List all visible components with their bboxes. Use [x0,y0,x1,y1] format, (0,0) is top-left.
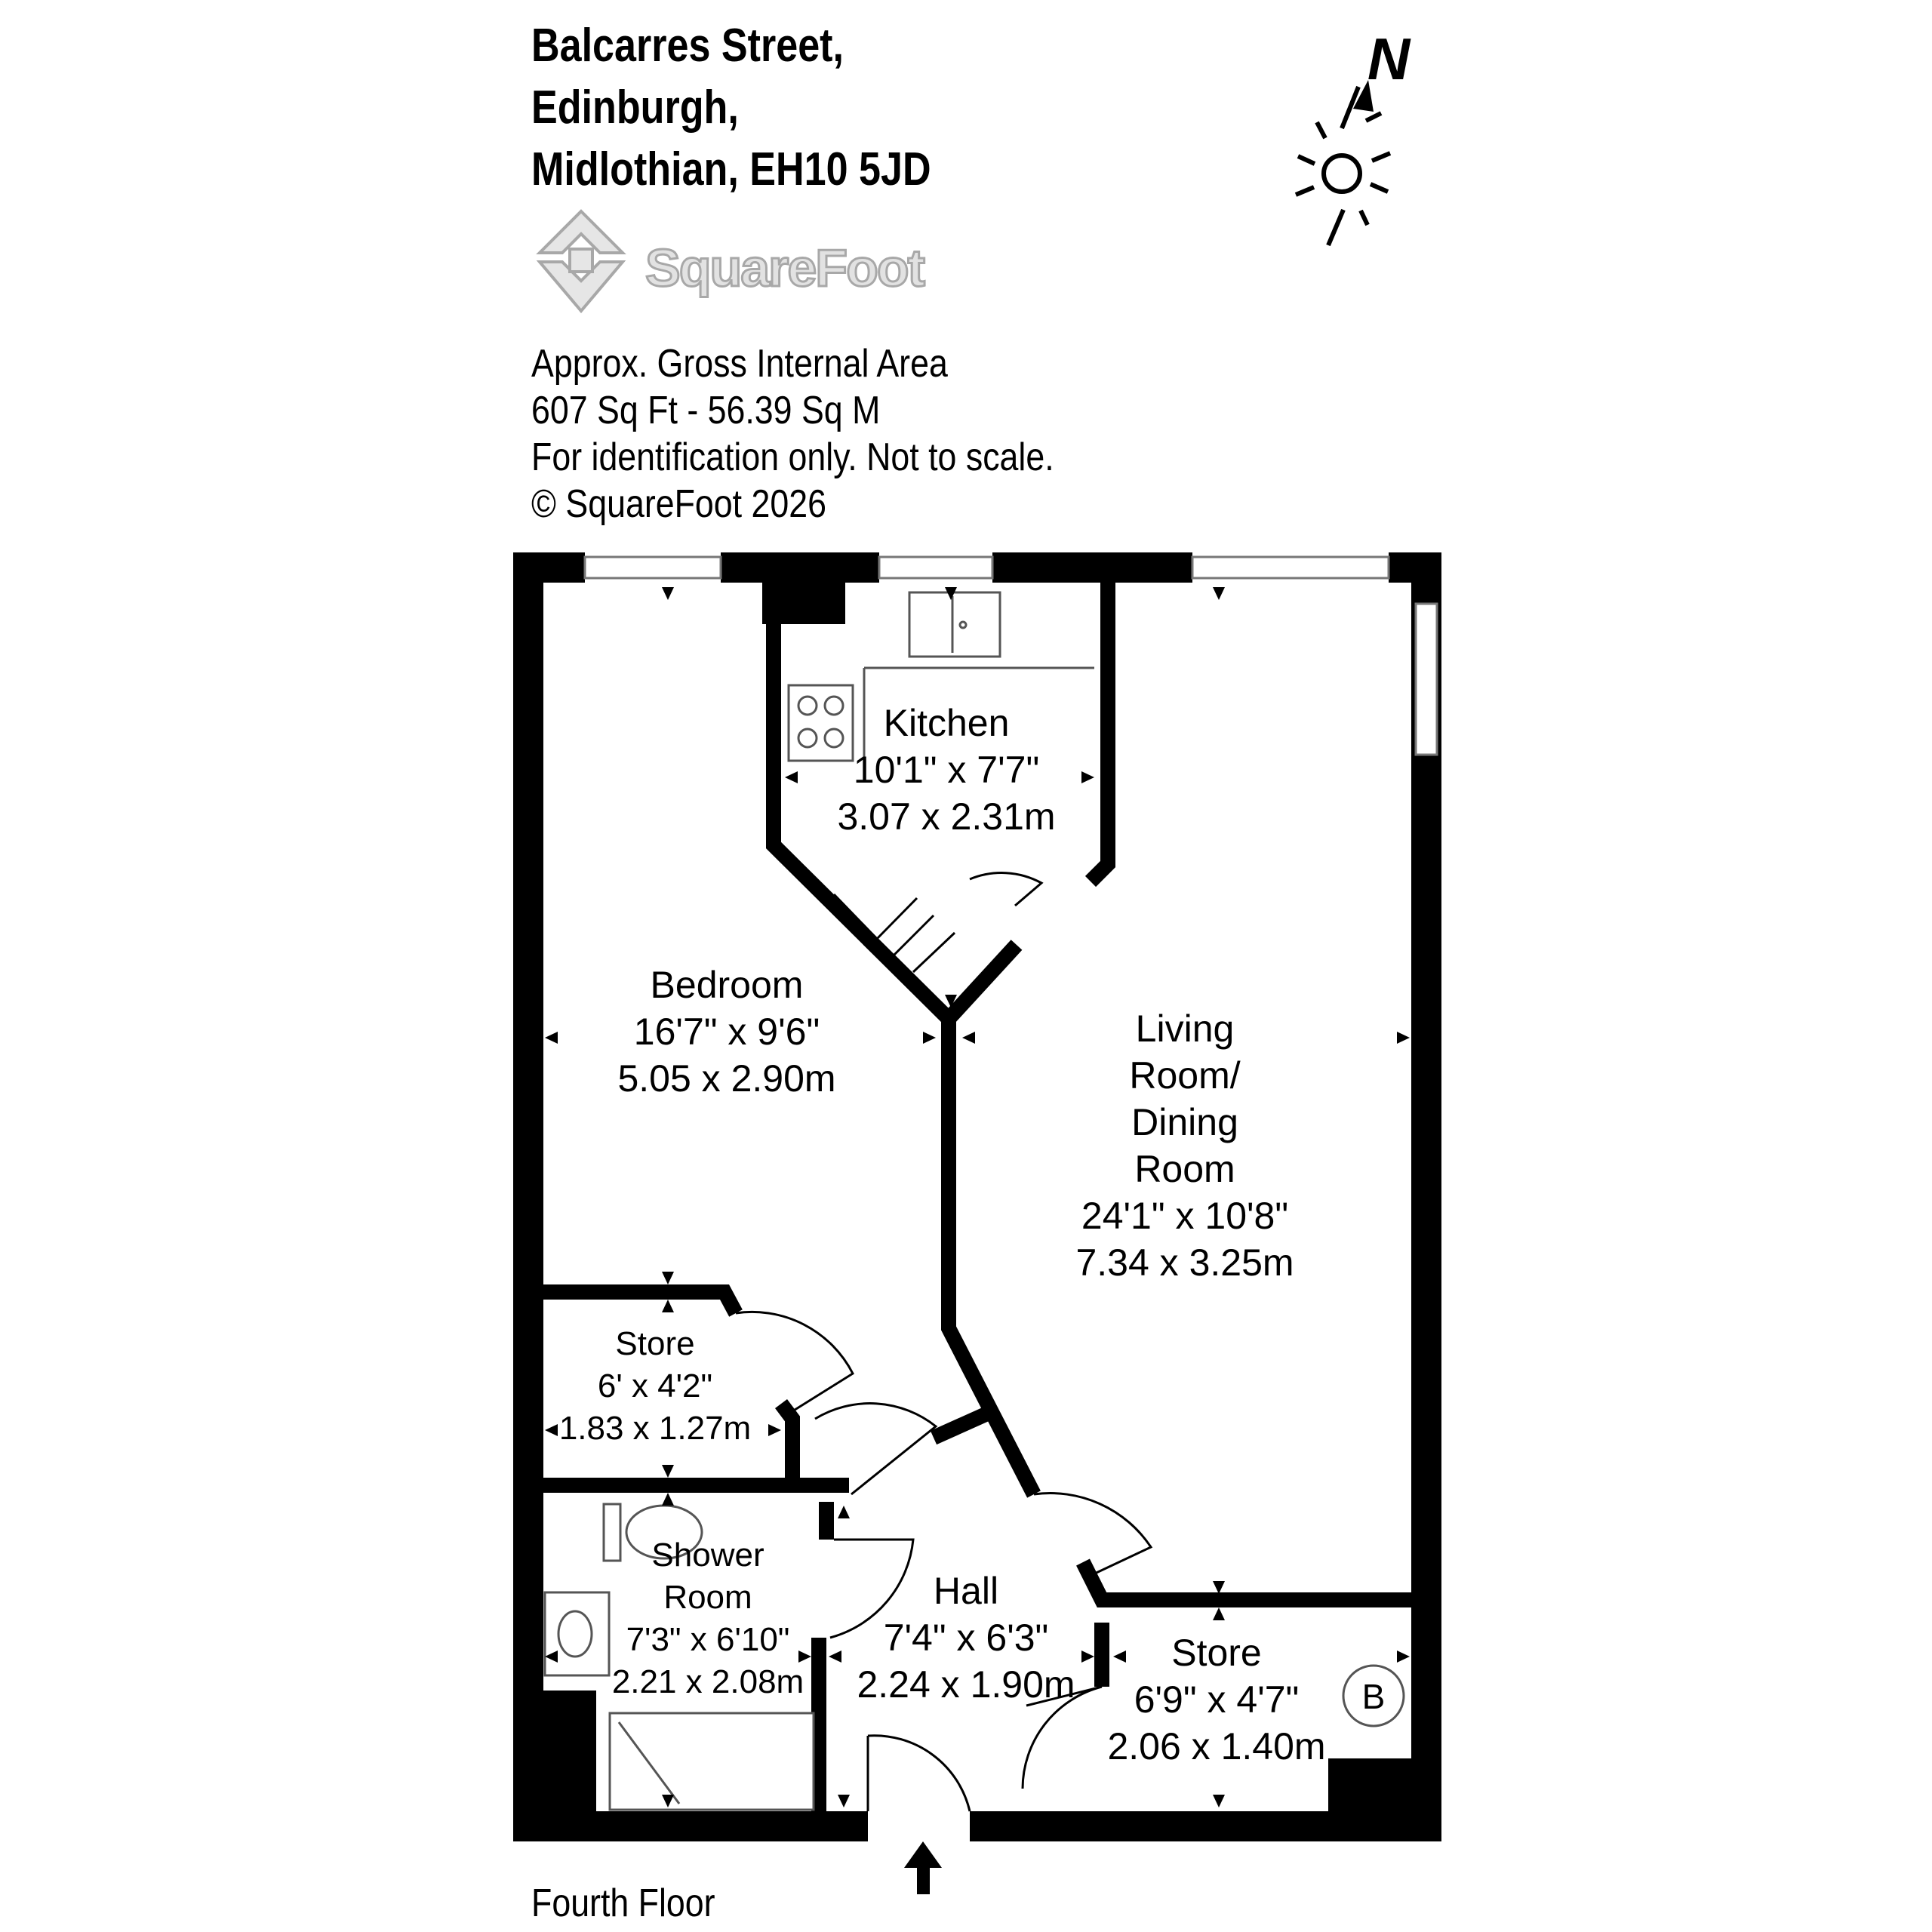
hall-metric: 2.24 x 1.90m [857,1663,1075,1706]
living-name-2: Room/ [1129,1054,1240,1097]
bedroom-imperial: 16'7" x 9'6" [634,1011,820,1053]
shower-metric: 2.21 x 2.08m [612,1663,804,1700]
address-line-2: Edinburgh, [531,82,739,134]
kitchen-name: Kitchen [884,702,1010,744]
room-labels: Kitchen 10'1" x 7'7" 3.07 x 2.31m Bedroo… [559,702,1386,1767]
door-swings [735,872,1153,1812]
living-name-3: Dining [1131,1101,1238,1143]
area-label: Approx. Gross Internal Area [531,342,948,386]
address-line-1: Balcarres Street, [531,20,844,72]
living-name-4: Room [1134,1148,1235,1190]
shower-name-2: Room [663,1579,752,1616]
boiler-label: B [1362,1677,1386,1716]
internal-walls [543,583,1419,1811]
hall-name: Hall [934,1570,998,1612]
living-metric: 7.34 x 3.25m [1075,1241,1294,1284]
compass-label: N [1367,26,1411,92]
floor-label: Fourth Floor [531,1881,715,1925]
store2-metric: 2.06 x 1.40m [1107,1725,1325,1767]
copyright: © SquareFoot 2026 [531,482,826,526]
windows [583,555,1438,756]
hall-imperial: 7'4" x 6'3" [884,1617,1049,1659]
sink-icon [908,591,1001,658]
fixtures [543,591,1405,1811]
store1-imperial: 6' x 4'2" [598,1367,712,1404]
store1-name: Store [615,1325,694,1362]
entrance-arrow-icon [904,1841,942,1894]
area-value: 607 Sq Ft - 56.39 Sq M [531,389,881,432]
shower-name-1: Shower [651,1537,764,1574]
hob-icon [787,684,854,762]
kitchen-imperial: 10'1" x 7'7" [854,749,1039,791]
bedroom-name: Bedroom [651,964,804,1006]
living-name-1: Living [1136,1008,1235,1050]
living-imperial: 24'1" x 10'8" [1081,1195,1288,1237]
bedroom-metric: 5.05 x 2.90m [617,1057,835,1100]
dimension-arrows [545,587,1410,1807]
compass-icon: N [1294,26,1411,247]
shower-tray-icon [608,1712,815,1811]
store1-metric: 1.83 x 1.27m [559,1410,751,1447]
squarefoot-logo-icon [536,209,626,314]
shower-imperial: 7'3" x 6'10" [626,1621,790,1658]
address-line-3: Midlothian, EH10 5JD [531,143,931,195]
boiler-icon [1342,1664,1405,1727]
disclaimer: For identification only. Not to scale. [531,435,1054,479]
logo-text: SquareFoot [645,238,927,297]
toilet-cistern-icon [602,1503,622,1562]
store2-name: Store [1171,1632,1262,1674]
kitchen-metric: 3.07 x 2.31m [837,795,1055,838]
store2-imperial: 6'9" x 4'7" [1134,1678,1300,1721]
